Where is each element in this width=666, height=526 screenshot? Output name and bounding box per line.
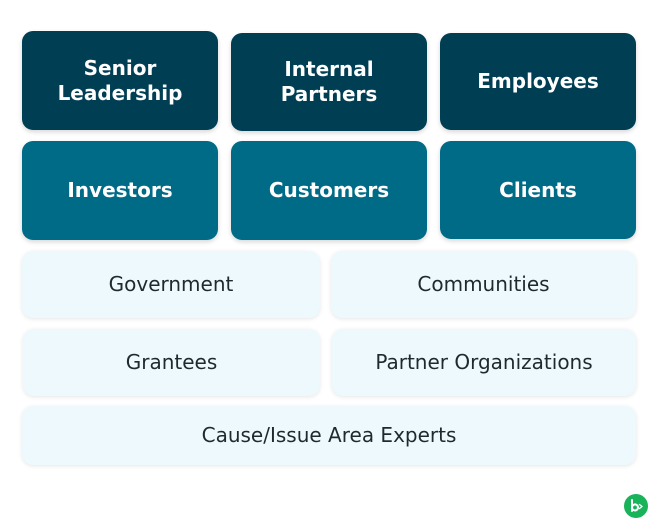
stakeholder-clients: Clients <box>440 141 636 239</box>
tile-label: Grantees <box>125 350 218 374</box>
tile-label: Communities <box>417 272 550 296</box>
stakeholder-partner-organizations: Partner Organizations <box>332 329 636 396</box>
tile-label: Customers <box>268 178 390 202</box>
stakeholder-cause-issue-area-experts: Cause/Issue Area Experts <box>22 406 636 465</box>
stakeholder-senior-leadership: Senior Leadership <box>22 31 218 130</box>
stakeholder-customers: Customers <box>231 141 427 240</box>
tile-label: Employees <box>477 69 599 93</box>
brand-logo-icon <box>624 494 648 518</box>
stakeholder-investors: Investors <box>22 141 218 240</box>
tile-label: Clients <box>499 177 577 202</box>
tile-label: Investors <box>67 178 173 202</box>
stakeholder-communities: Communities <box>331 251 636 318</box>
brand-logo-glyph <box>631 499 643 512</box>
tile-label: Cause/Issue Area Experts <box>201 423 457 447</box>
tile-label: Senior Leadership <box>57 55 183 105</box>
stakeholder-government: Government <box>22 251 320 318</box>
tile-label: Internal Partners <box>280 57 378 106</box>
tile-label: Partner Organizations <box>375 350 593 374</box>
stakeholder-employees: Employees <box>440 33 636 130</box>
stakeholder-internal-partners: Internal Partners <box>231 33 427 131</box>
stakeholder-grantees: Grantees <box>23 329 320 396</box>
tile-label: Government <box>108 272 234 296</box>
